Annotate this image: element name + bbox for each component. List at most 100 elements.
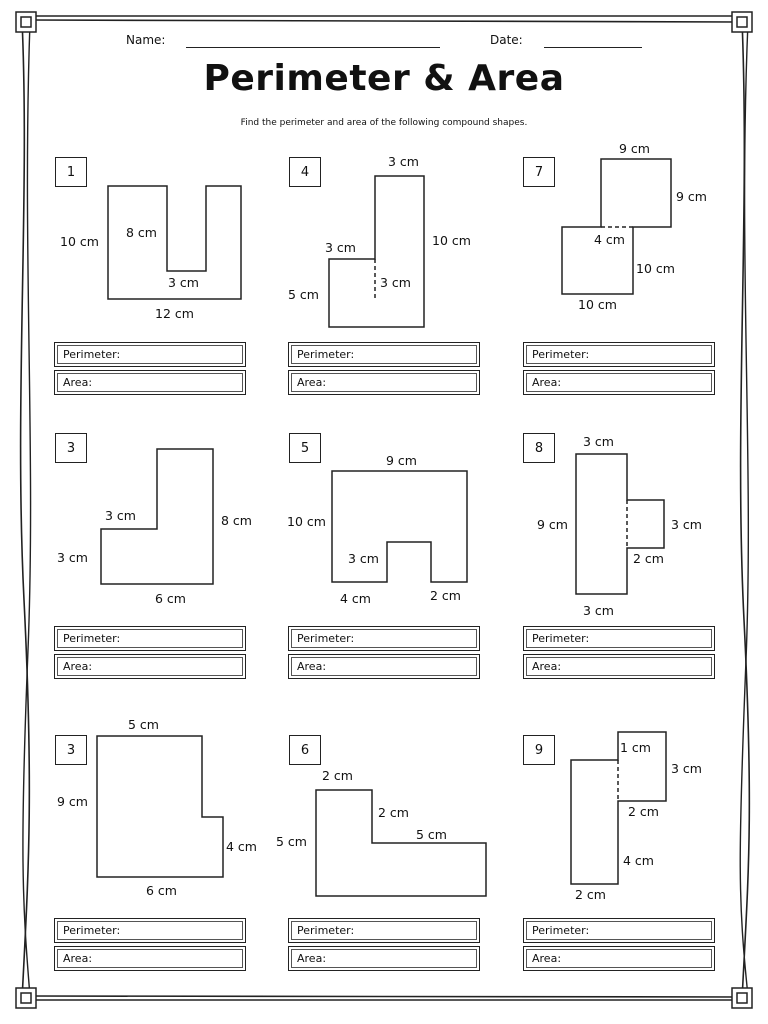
perimeter-label: Perimeter: [63, 924, 121, 937]
area-label: Area: [532, 660, 562, 673]
perimeter-label: Perimeter: [297, 632, 355, 645]
name-label: Name: [126, 33, 166, 47]
dimension-label: 4 cm [594, 232, 625, 247]
dimension-label: 3 cm [583, 603, 614, 618]
area-label: Area: [532, 952, 562, 965]
perimeter-label: Perimeter: [532, 632, 590, 645]
perimeter-answer-box[interactable]: Perimeter: [288, 626, 480, 651]
problem-number: 3 [55, 433, 87, 463]
dimension-label: 9 cm [676, 189, 707, 204]
dimension-label: 4 cm [340, 591, 371, 606]
perimeter-label: Perimeter: [297, 924, 355, 937]
dimension-label: 5 cm [288, 287, 319, 302]
dimension-label: 3 cm [380, 275, 411, 290]
area-label: Area: [297, 952, 327, 965]
area-label: Area: [63, 660, 93, 673]
dimension-label: 6 cm [155, 591, 186, 606]
dimension-label: 3 cm [168, 275, 199, 290]
dimension-label: 4 cm [226, 839, 257, 854]
area-answer-box[interactable]: Area: [288, 946, 480, 971]
dimension-label: 9 cm [386, 453, 417, 468]
dimension-label: 3 cm [325, 240, 356, 255]
dimension-label: 9 cm [57, 794, 88, 809]
perimeter-answer-box[interactable]: Perimeter: [54, 918, 246, 943]
dimension-label: 2 cm [378, 805, 409, 820]
perimeter-answer-box[interactable]: Perimeter: [288, 918, 480, 943]
area-answer-box[interactable]: Area: [523, 370, 715, 395]
problem-number: 1 [55, 157, 87, 187]
perimeter-label: Perimeter: [532, 348, 590, 361]
problem-number: 8 [523, 433, 555, 463]
date-label: Date: [490, 33, 523, 47]
perimeter-label: Perimeter: [63, 348, 121, 361]
area-answer-box[interactable]: Area: [523, 654, 715, 679]
dimension-label: 10 cm [636, 261, 675, 276]
area-answer-box[interactable]: Area: [523, 946, 715, 971]
perimeter-answer-box[interactable]: Perimeter: [523, 918, 715, 943]
area-label: Area: [297, 376, 327, 389]
dimension-label: 2 cm [430, 588, 461, 603]
dimension-label: 5 cm [128, 717, 159, 732]
area-answer-box[interactable]: Area: [54, 946, 246, 971]
page-title: Perimeter & Area [203, 58, 565, 99]
problem-number: 5 [289, 433, 321, 463]
dimension-label: 2 cm [633, 551, 664, 566]
area-label: Area: [63, 376, 93, 389]
dimension-label: 5 cm [276, 834, 307, 849]
perimeter-label: Perimeter: [532, 924, 590, 937]
area-label: Area: [532, 376, 562, 389]
dimension-label: 10 cm [60, 234, 99, 249]
dimension-label: 3 cm [105, 508, 136, 523]
area-answer-box[interactable]: Area: [54, 370, 246, 395]
dimension-label: 10 cm [432, 233, 471, 248]
perimeter-label: Perimeter: [63, 632, 121, 645]
dimension-label: 6 cm [146, 883, 177, 898]
dimension-label: 1 cm [620, 740, 651, 755]
area-answer-box[interactable]: Area: [54, 654, 246, 679]
dimension-label: 9 cm [537, 517, 568, 532]
dimension-label: 3 cm [671, 517, 702, 532]
problem-number: 7 [523, 157, 555, 187]
name-line[interactable] [186, 47, 440, 48]
dimension-label: 4 cm [623, 853, 654, 868]
problem-number: 9 [523, 735, 555, 765]
dimension-label: 8 cm [221, 513, 252, 528]
dimension-label: 10 cm [578, 297, 617, 312]
area-answer-box[interactable]: Area: [288, 370, 480, 395]
dimension-label: 9 cm [619, 141, 650, 156]
dimension-label: 3 cm [348, 551, 379, 566]
area-label: Area: [297, 660, 327, 673]
dimension-label: 3 cm [671, 761, 702, 776]
dimension-label: 10 cm [287, 514, 326, 529]
perimeter-answer-box[interactable]: Perimeter: [288, 342, 480, 367]
area-label: Area: [63, 952, 93, 965]
perimeter-answer-box[interactable]: Perimeter: [523, 626, 715, 651]
perimeter-answer-box[interactable]: Perimeter: [523, 342, 715, 367]
dimension-label: 2 cm [322, 768, 353, 783]
perimeter-label: Perimeter: [297, 348, 355, 361]
dimension-label: 3 cm [388, 154, 419, 169]
perimeter-answer-box[interactable]: Perimeter: [54, 342, 246, 367]
dimension-label: 5 cm [416, 827, 447, 842]
dimension-label: 12 cm [155, 306, 194, 321]
area-answer-box[interactable]: Area: [288, 654, 480, 679]
problem-number: 4 [289, 157, 321, 187]
problem-number: 3 [55, 735, 87, 765]
dimension-label: 2 cm [628, 804, 659, 819]
problem-number: 6 [289, 735, 321, 765]
date-line[interactable] [544, 47, 642, 48]
dimension-label: 8 cm [126, 225, 157, 240]
perimeter-answer-box[interactable]: Perimeter: [54, 626, 246, 651]
dimension-label: 3 cm [57, 550, 88, 565]
dimension-label: 2 cm [575, 887, 606, 902]
